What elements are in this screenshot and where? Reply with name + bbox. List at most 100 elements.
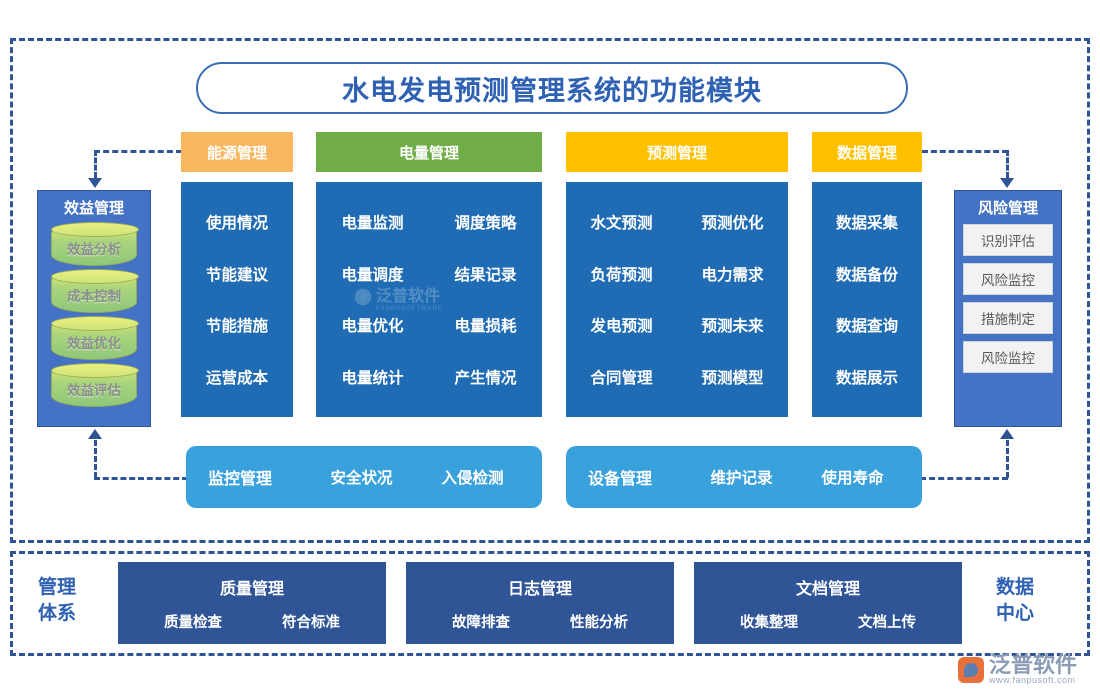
quality-card-item[interactable]: 质量检查: [164, 614, 222, 631]
page-title: 水电发电预测管理系统的功能模块: [196, 62, 908, 114]
document-card-title: 文档管理: [795, 580, 860, 598]
module-item[interactable]: 调度策略: [454, 214, 517, 232]
connector-bottomleft-vertical: [94, 440, 97, 478]
log-management-card[interactable]: 日志管理 故障排查 性能分析: [406, 562, 674, 644]
category-body-power: 电量监测 调度策略 电量调度 结果记录 电量优化 电量损耗 电量统计 产生情况: [316, 182, 542, 417]
device-bar-item[interactable]: 维护记录: [710, 470, 773, 487]
connector-right-arrow-icon: [1000, 178, 1014, 188]
module-item[interactable]: 运营成本: [205, 370, 268, 388]
quality-card-title: 质量管理: [219, 580, 284, 598]
module-item[interactable]: 节能措施: [205, 318, 268, 336]
bottom-right-label-line1: 数据: [995, 577, 1034, 598]
log-card-item[interactable]: 性能分析: [570, 614, 628, 631]
log-card-title: 日志管理: [507, 580, 572, 598]
quality-card-items: 质量检查 符合标准: [118, 611, 386, 632]
module-item[interactable]: 电量损耗: [454, 318, 517, 336]
module-item[interactable]: 电量监测: [341, 214, 404, 232]
category-row: 负荷预测 电力需求: [566, 248, 788, 300]
module-item[interactable]: 数据采集: [835, 214, 898, 232]
category-body-forecast: 水文预测 预测优化 负荷预测 电力需求 发电预测 预测未来 合同管理 预测模型: [566, 182, 788, 417]
brand-logo: 泛普软件 www.fanpusoft.com: [958, 654, 1077, 685]
document-card-item[interactable]: 文档上传: [858, 614, 916, 631]
benefit-cylinder[interactable]: 效益评估: [51, 363, 139, 407]
device-bar-title: 设备管理: [588, 471, 653, 488]
device-bar-item[interactable]: 使用寿命: [821, 470, 884, 487]
category-chip-energy[interactable]: 能源管理: [181, 132, 293, 172]
category-row: 数据查询: [812, 300, 922, 352]
log-card-item[interactable]: 故障排查: [452, 614, 510, 631]
category-chip-power[interactable]: 电量管理: [316, 132, 542, 172]
connector-bottomleft-horizontal: [94, 477, 188, 480]
module-item[interactable]: 电量优化: [341, 318, 404, 336]
quality-card-item[interactable]: 符合标准: [282, 614, 340, 631]
quality-management-card[interactable]: 质量管理 质量检查 符合标准: [118, 562, 386, 644]
module-item[interactable]: 预测优化: [701, 214, 764, 232]
module-item[interactable]: 数据备份: [835, 266, 898, 284]
brand-logo-icon: [958, 657, 984, 683]
module-item[interactable]: 预测模型: [701, 370, 764, 388]
monitor-bar-items: 安全状况 入侵检测: [272, 466, 542, 488]
monitor-management-bar[interactable]: 监控管理 安全状况 入侵检测: [186, 446, 542, 508]
module-item[interactable]: 水文预测: [590, 214, 653, 232]
connector-right-vertical: [1006, 150, 1009, 178]
category-row: 电量优化 电量损耗: [316, 300, 542, 352]
benefit-cylinder[interactable]: 效益优化: [51, 316, 139, 360]
bottom-left-label-line2: 体系: [37, 603, 76, 624]
risk-item[interactable]: 识别评估: [963, 224, 1053, 256]
benefit-cylinder-label: 效益评估: [67, 382, 121, 398]
bottom-left-label: 管理 体系: [22, 575, 92, 627]
connector-left-horizontal: [94, 150, 182, 153]
connector-bottomright-vertical: [1006, 440, 1009, 478]
top-section-frame: [10, 38, 1090, 543]
module-item[interactable]: 发电预测: [590, 318, 653, 336]
document-card-item[interactable]: 收集整理: [740, 614, 798, 631]
device-bar-items: 维护记录 使用寿命: [652, 466, 922, 488]
module-item[interactable]: 数据展示: [835, 370, 898, 388]
category-chip-forecast-label: 预测管理: [646, 144, 707, 162]
page-title-text: 水电发电预测管理系统的功能模块: [342, 75, 762, 106]
benefit-cylinder[interactable]: 效益分析: [51, 222, 139, 266]
module-item[interactable]: 电力需求: [701, 266, 764, 284]
benefit-cylinder[interactable]: 成本控制: [51, 269, 139, 313]
brand-logo-url: www.fanpusoft.com: [989, 675, 1076, 685]
module-item[interactable]: 节能建议: [205, 266, 268, 284]
benefit-management-panel: 效益管理 效益分析 成本控制 效益优化 效益评估: [37, 190, 151, 427]
category-row: 电量统计 产生情况: [316, 351, 542, 403]
document-management-card[interactable]: 文档管理 收集整理 文档上传: [694, 562, 962, 644]
category-chip-data-label: 数据管理: [836, 144, 897, 162]
module-item[interactable]: 电量统计: [341, 370, 404, 388]
category-row: 节能建议: [181, 248, 293, 300]
category-row: 数据展示: [812, 351, 922, 403]
bottom-left-label-line1: 管理: [37, 577, 76, 598]
module-item[interactable]: 负荷预测: [590, 266, 653, 284]
category-row: 使用情况: [181, 196, 293, 248]
category-row: 合同管理 预测模型: [566, 351, 788, 403]
benefit-cylinder-label: 效益分析: [67, 241, 121, 257]
module-item[interactable]: 产生情况: [454, 370, 517, 388]
category-chip-forecast[interactable]: 预测管理: [566, 132, 788, 172]
module-item[interactable]: 使用情况: [205, 214, 268, 232]
module-item[interactable]: 结果记录: [454, 266, 517, 284]
category-row: 电量调度 结果记录: [316, 248, 542, 300]
risk-item[interactable]: 措施制定: [963, 302, 1053, 334]
category-row: 水文预测 预测优化: [566, 196, 788, 248]
connector-left-vertical: [94, 150, 97, 178]
connector-bottomright-horizontal: [920, 477, 1008, 480]
bottom-section-frame: [10, 551, 1090, 656]
risk-item[interactable]: 风险监控: [963, 341, 1053, 373]
document-card-items: 收集整理 文档上传: [694, 611, 962, 632]
connector-left-arrow-icon: [88, 178, 102, 188]
module-item[interactable]: 合同管理: [590, 370, 653, 388]
module-item[interactable]: 数据查询: [835, 318, 898, 336]
module-item[interactable]: 预测未来: [701, 318, 764, 336]
category-body-data: 数据采集 数据备份 数据查询 数据展示: [812, 182, 922, 417]
benefit-cylinder-label: 成本控制: [67, 288, 121, 304]
connector-bottomright-arrow-icon: [1000, 429, 1014, 439]
risk-management-panel: 风险管理 识别评估 风险监控 措施制定 风险监控: [954, 190, 1062, 427]
monitor-bar-item[interactable]: 入侵检测: [441, 470, 504, 487]
risk-item[interactable]: 风险监控: [963, 263, 1053, 295]
module-item[interactable]: 电量调度: [341, 266, 404, 284]
monitor-bar-item[interactable]: 安全状况: [330, 470, 393, 487]
device-management-bar[interactable]: 设备管理 维护记录 使用寿命: [566, 446, 922, 508]
category-chip-data[interactable]: 数据管理: [812, 132, 922, 172]
